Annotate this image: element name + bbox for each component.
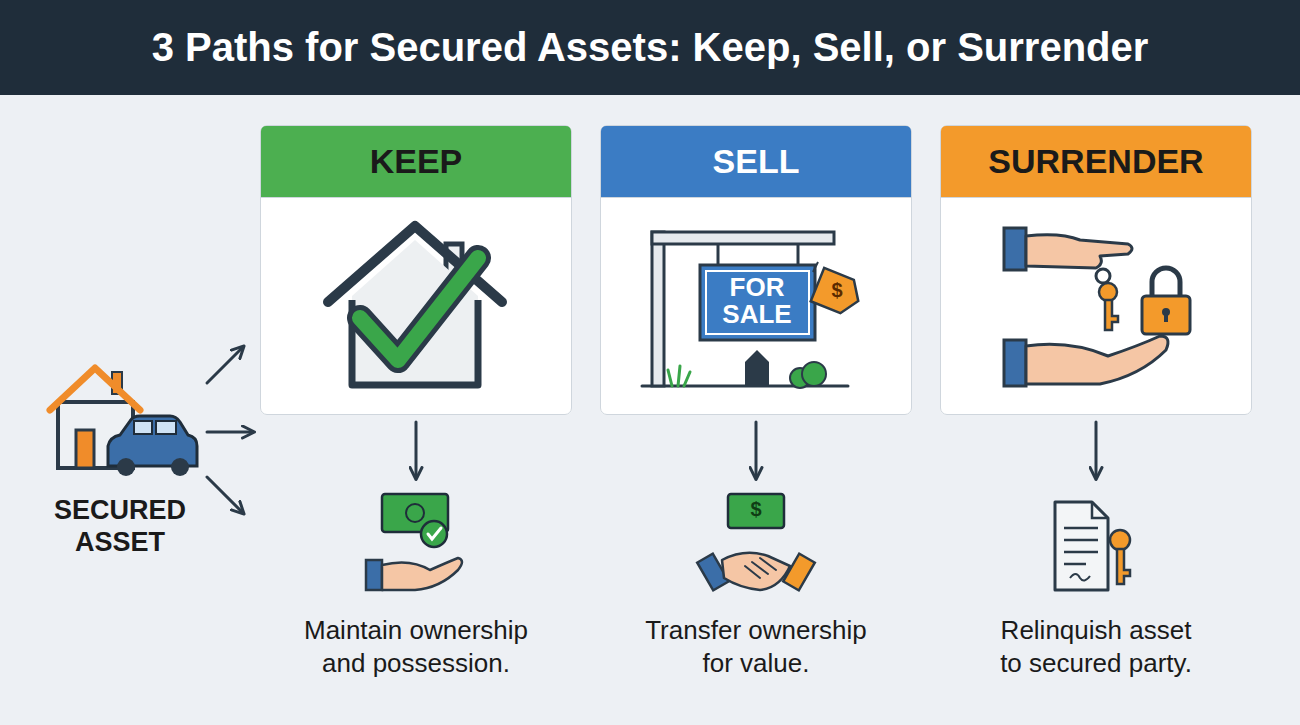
- keep-card: KEEP: [260, 125, 572, 415]
- house-check-icon: [328, 226, 502, 385]
- fan-arrows: [207, 347, 253, 513]
- card-ground: [260, 125, 572, 415]
- bill-symbol: $: [744, 498, 768, 520]
- card-ground: [940, 125, 1252, 415]
- card-heading: SELL: [601, 126, 911, 198]
- asset-label: SECURED ASSET: [35, 494, 205, 559]
- secured-asset-icon: [50, 368, 197, 476]
- hands-keys-icon: [1004, 228, 1190, 386]
- for-sale-sign-icon: [642, 232, 865, 388]
- card-ground: [600, 125, 912, 415]
- path-caption: Maintain ownership and possession.: [289, 614, 543, 679]
- tag-symbol: $: [825, 279, 849, 301]
- down-arrows: [416, 422, 1096, 478]
- document-key-icon: [1055, 502, 1130, 590]
- sign-text: FOR SALE: [709, 274, 805, 329]
- title-text: 3 Paths for Secured Assets: Keep, Sell, …: [10, 0, 1290, 95]
- path-caption: Transfer ownership for value.: [632, 614, 880, 679]
- surrender-card: SURRENDER: [940, 125, 1252, 415]
- sell-card: SELL: [600, 125, 912, 415]
- card-heading: KEEP: [261, 126, 571, 198]
- card-heading: SURRENDER: [941, 126, 1251, 198]
- path-caption: Relinquish asset to secured party.: [989, 614, 1203, 679]
- money-hand-icon: [366, 494, 462, 590]
- money-handshake-icon: [697, 494, 815, 590]
